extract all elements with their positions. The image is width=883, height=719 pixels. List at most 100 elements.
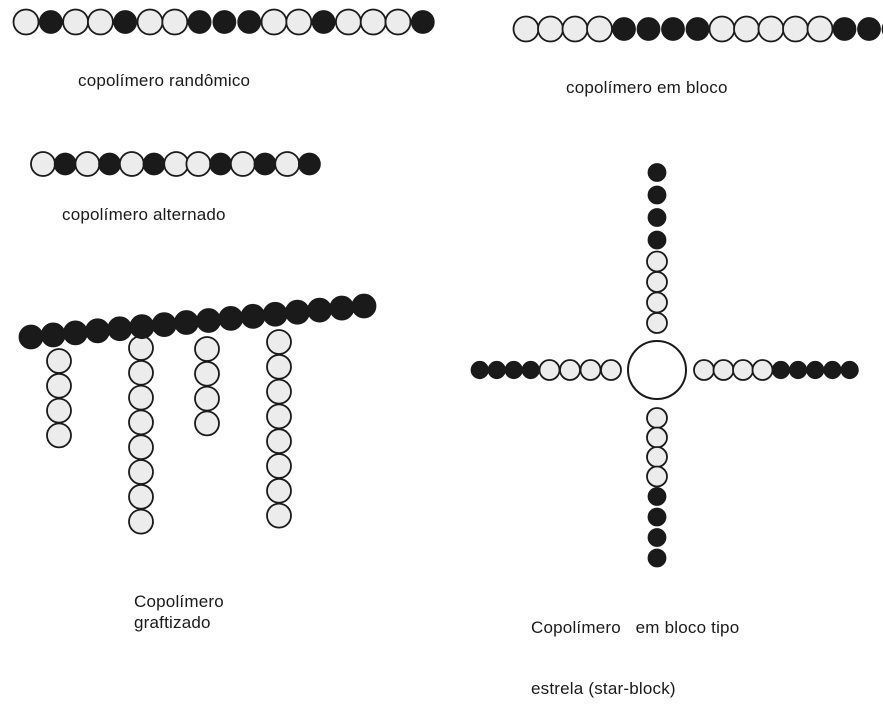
star-arm-bead — [714, 360, 734, 380]
dark-monomer-bead — [40, 11, 62, 33]
graft-backbone-bead — [153, 313, 176, 336]
star-arm-bead — [790, 362, 806, 378]
graft-branch-bead — [47, 399, 71, 423]
graft-branch-bead — [267, 504, 291, 528]
graft-backbone-bead — [219, 307, 242, 330]
light-monomer-bead — [759, 17, 784, 42]
graft-backbone-bead — [353, 295, 376, 318]
light-monomer-bead — [63, 10, 88, 35]
dark-monomer-bead — [299, 154, 320, 175]
star-arm-bead — [647, 313, 667, 333]
light-monomer-bead — [514, 17, 539, 42]
graft-branch-bead — [129, 460, 153, 484]
star-arm-bead — [649, 209, 666, 226]
graft-backbone-bead — [242, 305, 265, 328]
star-arm-bead — [506, 362, 522, 378]
graft-backbone-bead — [175, 311, 198, 334]
graft-branch-bead — [129, 485, 153, 509]
light-monomer-bead — [262, 10, 287, 35]
light-monomer-bead — [186, 152, 210, 176]
graft-branch-bead — [195, 411, 219, 435]
graft-backbone-bead — [131, 315, 154, 338]
star-block-copolymer-label-line2: estrela (star-block) — [531, 678, 739, 699]
dark-monomer-bead — [99, 154, 120, 175]
star-arm-bead — [649, 164, 666, 181]
graft-backbone-bead — [86, 319, 109, 342]
graft-backbone-bead — [42, 323, 65, 346]
star-arm-bead — [649, 529, 666, 546]
light-monomer-bead — [162, 10, 187, 35]
light-monomer-bead — [538, 17, 563, 42]
dark-monomer-bead — [858, 18, 880, 40]
alternating-copolymer-label-text: copolímero alternado — [62, 204, 226, 225]
graft-backbone-bead — [330, 297, 353, 320]
light-monomer-bead — [563, 17, 588, 42]
star-arm-bead — [733, 360, 753, 380]
graft-branch-bead — [129, 386, 153, 410]
star-arm-bead — [647, 293, 667, 313]
graft-branch-bead — [47, 349, 71, 373]
star-arm-bead — [647, 428, 667, 448]
graft-branch-bead — [129, 336, 153, 360]
dark-monomer-bead — [638, 18, 660, 40]
graft-backbone-bead — [286, 301, 309, 324]
star-block-copolymer-label: Copolímero em bloco tipo estrela (star-b… — [531, 577, 739, 719]
copolymer-types-diagram — [0, 0, 883, 639]
star-core — [628, 341, 686, 399]
light-monomer-bead — [808, 17, 833, 42]
star-arm-bead — [647, 272, 667, 292]
graft-branch-bead — [267, 479, 291, 503]
graft-copolymer-label: Copolímero graftizado — [134, 591, 224, 633]
random-copolymer-chain — [14, 10, 434, 35]
star-arm-bead — [807, 362, 823, 378]
graft-branch-bead — [195, 337, 219, 361]
dark-monomer-bead — [144, 154, 165, 175]
star-arm-bead — [649, 187, 666, 204]
light-monomer-bead — [587, 17, 612, 42]
graft-branch-bead — [267, 330, 291, 354]
dark-monomer-bead — [255, 154, 276, 175]
graft-branch-bead — [267, 404, 291, 428]
light-monomer-bead — [386, 10, 411, 35]
star-arm-bead — [581, 360, 601, 380]
graft-copolymer-label-line1: Copolímero — [134, 591, 224, 612]
graft-branch-bead — [129, 435, 153, 459]
block-copolymer-label-text: copolímero em bloco — [566, 77, 728, 98]
dark-monomer-bead — [238, 11, 260, 33]
graft-branch-bead — [129, 510, 153, 534]
graft-copolymer-structure — [20, 295, 376, 534]
star-arm-bead — [647, 408, 667, 428]
star-arm-bead — [647, 447, 667, 467]
star-arm-bead — [647, 252, 667, 272]
light-monomer-bead — [14, 10, 39, 35]
graft-copolymer-label-line2: graftizado — [134, 612, 224, 633]
dark-monomer-bead — [213, 11, 235, 33]
alternating-copolymer-label: copolímero alternado — [62, 204, 226, 225]
dark-monomer-bead — [210, 154, 231, 175]
star-arm-bead — [647, 467, 667, 487]
alternating-copolymer-chain — [31, 152, 320, 176]
dark-monomer-bead — [613, 18, 635, 40]
dark-monomer-bead — [834, 18, 856, 40]
star-arm-bead — [472, 362, 488, 378]
light-monomer-bead — [75, 152, 99, 176]
light-monomer-bead — [286, 10, 311, 35]
dark-monomer-bead — [189, 11, 211, 33]
graft-branch-bead — [195, 387, 219, 411]
graft-branch-bead — [195, 362, 219, 386]
block-copolymer-label: copolímero em bloco — [566, 77, 728, 98]
graft-backbone-bead — [108, 317, 131, 340]
graft-branch-bead — [267, 355, 291, 379]
star-arm-bead — [773, 362, 789, 378]
star-arm-bead — [649, 509, 666, 526]
graft-branch-bead — [47, 423, 71, 447]
star-arm-bead — [841, 362, 857, 378]
star-arm-bead — [753, 360, 773, 380]
graft-branch-bead — [267, 380, 291, 404]
light-monomer-bead — [138, 10, 163, 35]
light-monomer-bead — [120, 152, 144, 176]
star-arm-bead — [601, 360, 621, 380]
light-monomer-bead — [31, 152, 55, 176]
star-arm-bead — [649, 550, 666, 567]
graft-backbone-bead — [64, 321, 87, 344]
